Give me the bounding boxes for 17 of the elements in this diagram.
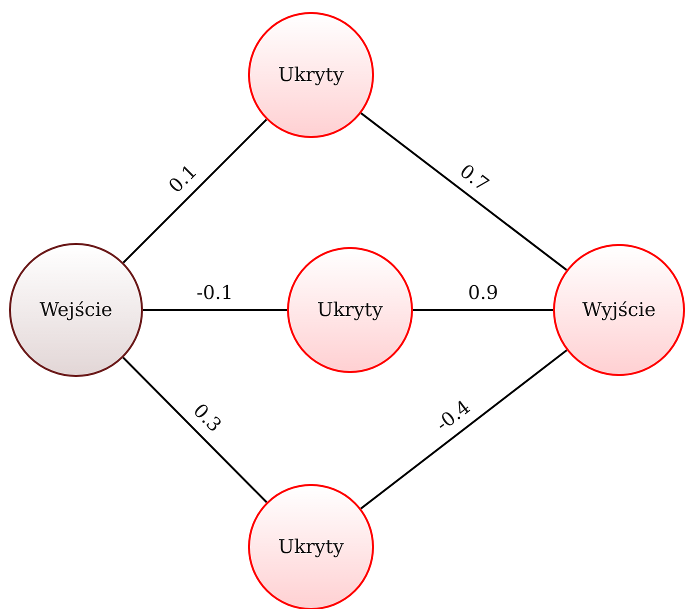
node-label: Ukryty [317,299,383,321]
connector-line [122,356,268,503]
node-label: Wejście [40,299,112,321]
node-label: Ukryty [278,536,344,558]
connector-line [360,349,568,510]
connector-line [122,118,268,264]
connector-line [360,112,568,271]
node-label: Wyjście [582,299,656,321]
edge-label: 0.7 [456,160,493,196]
edge-label: 0.1 [164,160,202,198]
edge-label: -0.4 [432,396,474,436]
edge-label: 0.9 [468,282,498,304]
edge-label: 0.3 [188,399,226,436]
connector-line [413,309,553,311]
node-label: Ukryty [278,64,344,86]
edge-label: -0.1 [196,282,234,304]
connector-line [143,309,287,311]
